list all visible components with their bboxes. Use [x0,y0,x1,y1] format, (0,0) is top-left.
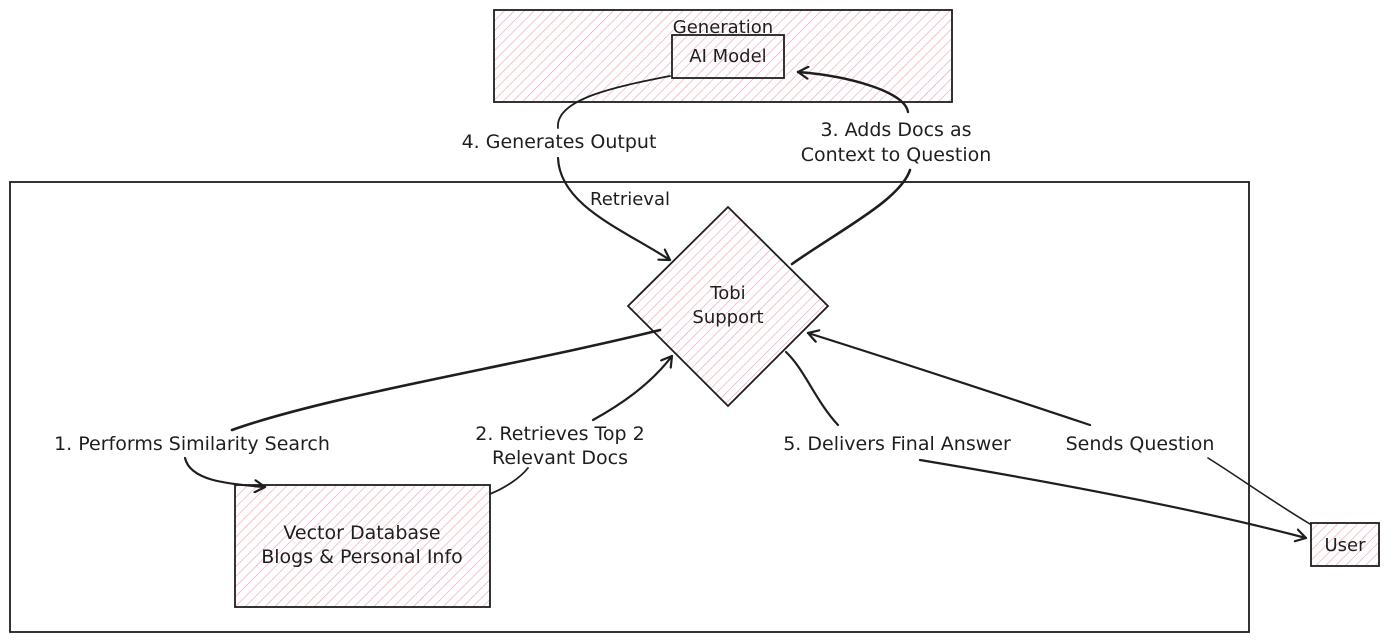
edge-label-step3-line2: Context to Question [801,144,992,166]
user-node[interactable] [1310,522,1380,567]
retrieval-label: Retrieval [590,189,670,210]
edge-sends-question-upper [806,333,1092,427]
edge-generates-output-lower [556,156,672,262]
edge-similarity-search-lower [183,456,267,487]
edge-delivers-answer-upper [784,350,840,427]
generation-label: Generation [673,17,773,38]
edge-adds-context-lower [790,168,912,266]
edge-adds-context-upper [796,72,910,114]
vector-database-label-line1: Vector Database [283,522,440,544]
edge-label-sends-question: Sends Question [1066,433,1215,455]
edge-label-step2-line2: Relevant Docs [492,447,628,469]
edge-similarity-search-upper [230,328,662,432]
edge-label-step4: 4. Generates Output [462,131,657,153]
tobi-support-label-line1: Tobi [709,283,745,304]
tobi-support-label-line2: Support [692,307,763,328]
edge-label-step2-line1: 2. Retrieves Top 2 [475,423,645,445]
edge-delivers-answer-lower [918,458,1308,538]
vector-database-node[interactable] [234,484,491,608]
vector-database-label-line2: Blogs & Personal Info [261,546,463,568]
edge-label-step1: 1. Performs Similarity Search [54,433,330,455]
retrieval-container [9,181,1250,633]
ai-model-label: AI Model [689,46,766,67]
edge-retrieves-docs-lower [489,467,529,495]
edge-label-step5: 5. Delivers Final Answer [783,433,1011,455]
edge-retrieves-docs-upper [591,354,674,422]
edge-sends-question-lower [1207,457,1311,525]
tobi-support-node[interactable] [626,205,830,408]
user-label: User [1324,535,1366,556]
edge-generates-output-upper [557,75,671,129]
edge-label-step3-line1: 3. Adds Docs as [820,119,971,141]
